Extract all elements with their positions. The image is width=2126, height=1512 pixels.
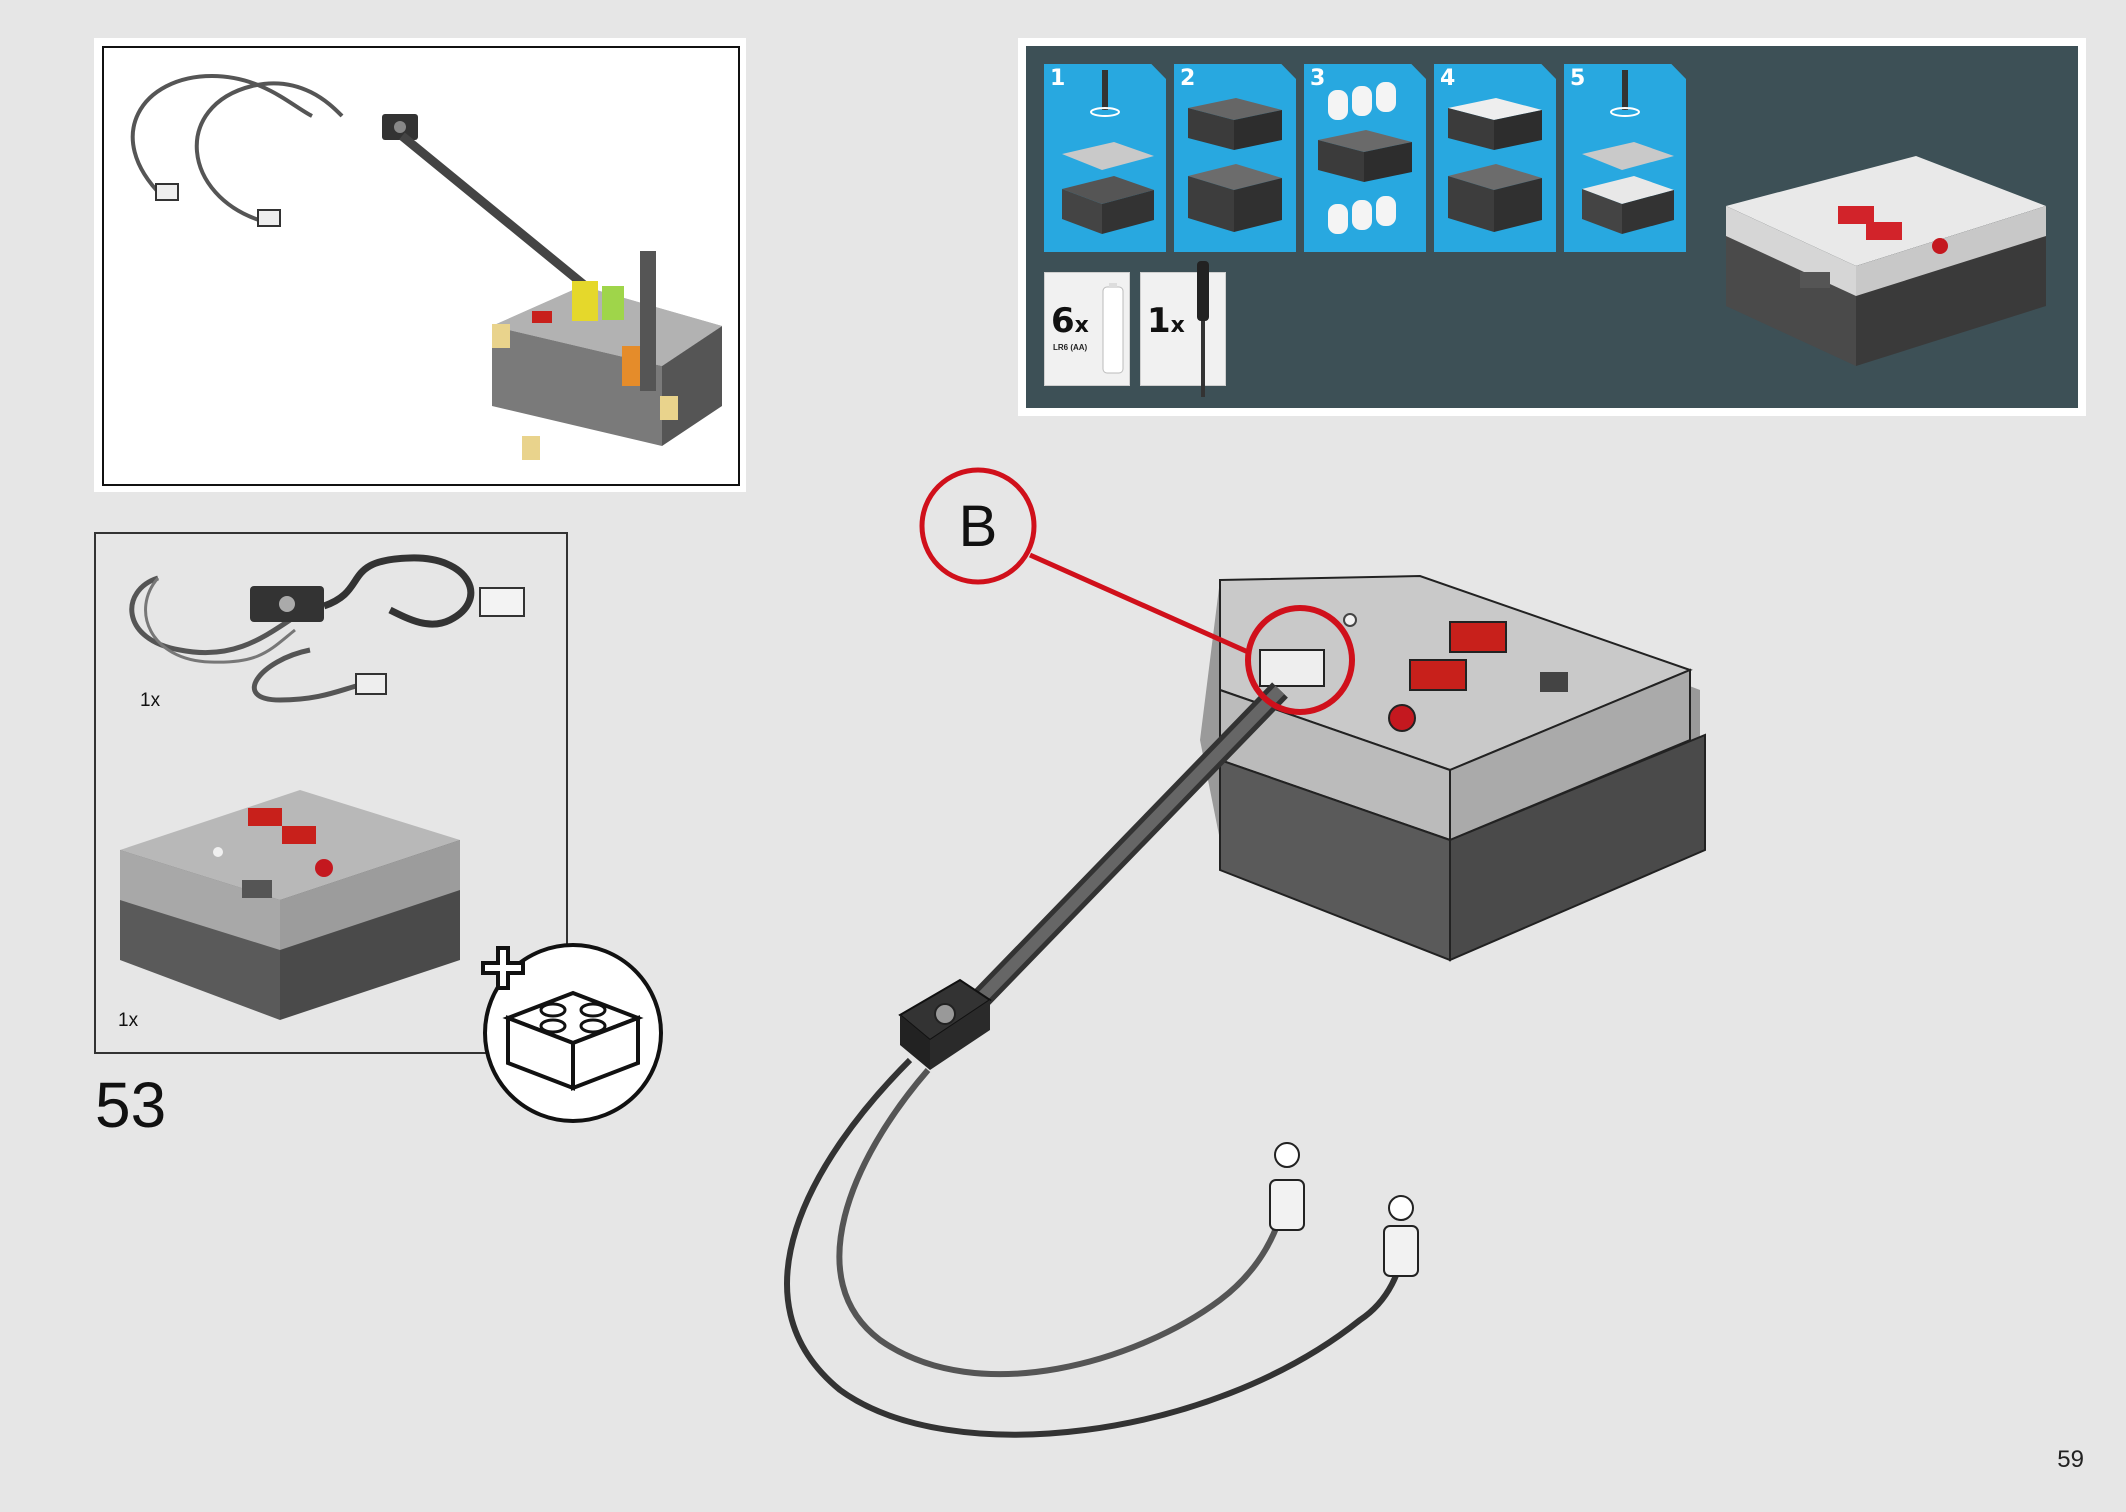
battery-step-3: 3: [1304, 64, 1426, 252]
context-illustration: [130, 73, 722, 460]
screwdriver-icon: [1197, 261, 1209, 397]
tool-times: x: [1170, 313, 1185, 338]
tool-requirement-box: 1x: [1140, 261, 1226, 397]
aa-battery-icon: [1102, 283, 1124, 374]
battery-step-5: 5: [1564, 64, 1686, 252]
battery-box-close-icon: [1448, 98, 1542, 232]
battery-step-number: 5: [1570, 66, 1586, 91]
battery-instructions-background: 1 2 3: [1026, 46, 2078, 408]
battery-requirement-box: 6x LR6 (AA): [1044, 272, 1130, 386]
hub-product-image: [1726, 156, 2046, 366]
insert-batteries-icon: [1318, 82, 1412, 234]
screwdriver-open-icon: [1062, 70, 1154, 234]
battery-type: LR6 (AA): [1053, 343, 1088, 352]
battery-box-open-icon: [1188, 98, 1282, 232]
battery-step-1: 1: [1044, 64, 1166, 252]
page-number: 59: [2057, 1446, 2084, 1473]
screwdriver-close-icon: [1582, 70, 1674, 234]
light-cable-part-image: [129, 554, 525, 703]
battery-step-4: 4: [1434, 64, 1556, 252]
battery-step-2: 2: [1174, 64, 1296, 252]
part-quantity-hub: 1x: [118, 1010, 139, 1031]
battery-step-number: 2: [1180, 66, 1196, 91]
step-number: 53: [95, 1069, 167, 1141]
add-part-icon: [481, 943, 663, 1123]
callout-letter: B: [958, 493, 998, 559]
battery-step-number: 4: [1440, 66, 1456, 91]
battery-box-part-image: [120, 790, 460, 1020]
battery-step-number: 3: [1310, 66, 1326, 91]
battery-instructions-panel: 1 2 3: [1018, 38, 2086, 416]
battery-times: x: [1074, 313, 1089, 338]
battery-step-number: 1: [1050, 66, 1066, 91]
part-quantity-cable: 1x: [140, 690, 161, 711]
tool-count: 1: [1147, 301, 1171, 341]
battery-count: 6: [1051, 301, 1075, 341]
